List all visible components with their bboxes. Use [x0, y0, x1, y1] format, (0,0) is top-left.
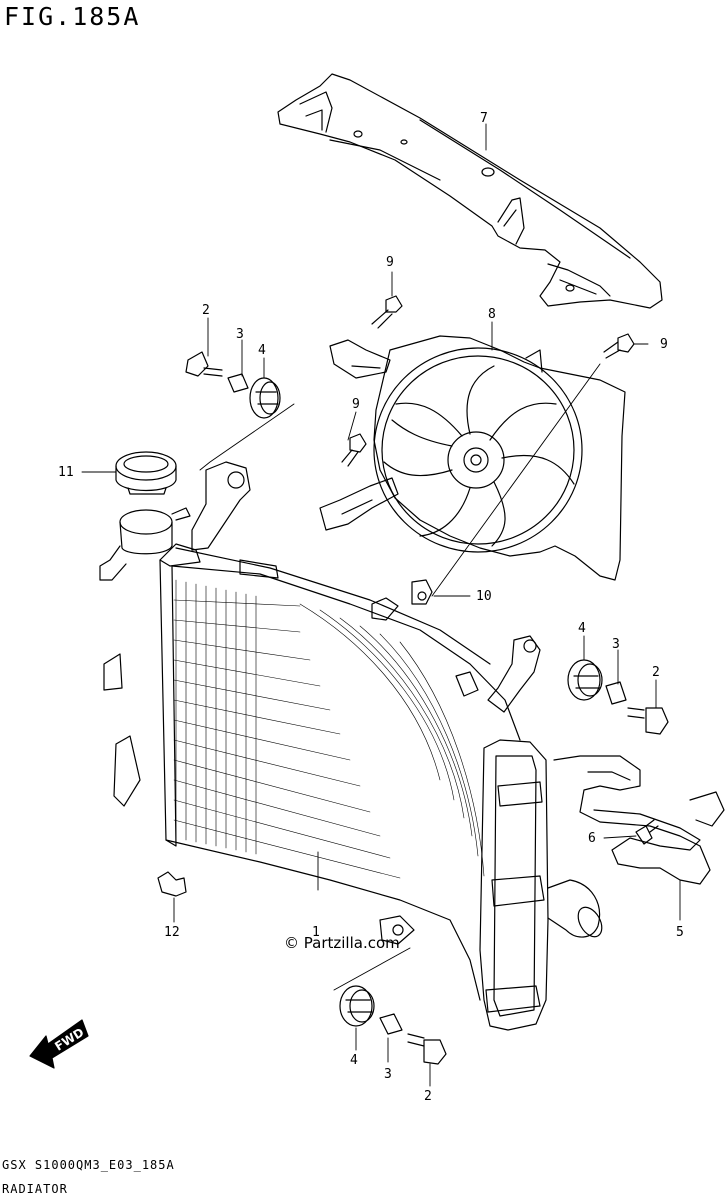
watermark: © Partzilla.com — [284, 934, 400, 952]
leader-lines — [81, 123, 681, 1087]
part-9-bolt-left — [341, 433, 367, 467]
part-6-screw — [635, 819, 659, 845]
part-9-bolt-right — [603, 333, 635, 359]
part-12-clip — [157, 871, 187, 897]
callout-3-upper[interactable]: 3 — [236, 327, 244, 342]
callout-4-lower[interactable]: 4 — [350, 1053, 358, 1068]
callout-8[interactable]: 8 — [488, 307, 496, 322]
part-7-shroud — [277, 73, 663, 309]
callout-6[interactable]: 6 — [588, 831, 596, 846]
figure-title: FIG.185A — [4, 2, 141, 31]
grommet-set-upper — [185, 351, 281, 419]
callout-10[interactable]: 10 — [476, 589, 492, 604]
callout-4-right[interactable]: 4 — [578, 621, 586, 636]
callout-2-upper[interactable]: 2 — [202, 303, 210, 318]
figure-code: GSX S1000QM3_E03_185A — [2, 1158, 175, 1172]
callout-9-right[interactable]: 9 — [660, 337, 668, 352]
part-1-radiator — [103, 461, 603, 1031]
callout-11[interactable]: 11 — [58, 465, 74, 480]
grommet-set-lower — [339, 985, 447, 1065]
callout-9-top[interactable]: 9 — [386, 255, 394, 270]
callout-9-left[interactable]: 9 — [352, 397, 360, 412]
callout-3-lower[interactable]: 3 — [384, 1067, 392, 1082]
callout-1[interactable]: 1 — [312, 925, 320, 940]
callout-7[interactable]: 7 — [480, 111, 488, 126]
callout-2-lower[interactable]: 2 — [424, 1089, 432, 1104]
callout-5[interactable]: 5 — [676, 925, 684, 940]
part-11-radiator-cap — [115, 451, 177, 495]
part-10-nut — [411, 579, 433, 605]
radiator-filler-neck — [99, 507, 191, 581]
callout-2-right[interactable]: 2 — [652, 665, 660, 680]
callout-3-right[interactable]: 3 — [612, 637, 620, 652]
callout-12[interactable]: 12 — [164, 925, 180, 940]
callout-4-upper[interactable]: 4 — [258, 343, 266, 358]
callout-labels: 7 9 8 9 9 2 3 4 11 10 4 3 2 6 5 1 12 4 3… — [58, 111, 684, 1104]
grommet-set-right — [567, 659, 669, 735]
fwd-direction-arrow[interactable] — [29, 1019, 89, 1069]
part-8-cooling-fan — [319, 335, 626, 581]
figure-name: RADIATOR — [2, 1182, 68, 1196]
part-9-bolt-top — [371, 295, 403, 329]
part-5-radiator-hose — [553, 755, 725, 885]
